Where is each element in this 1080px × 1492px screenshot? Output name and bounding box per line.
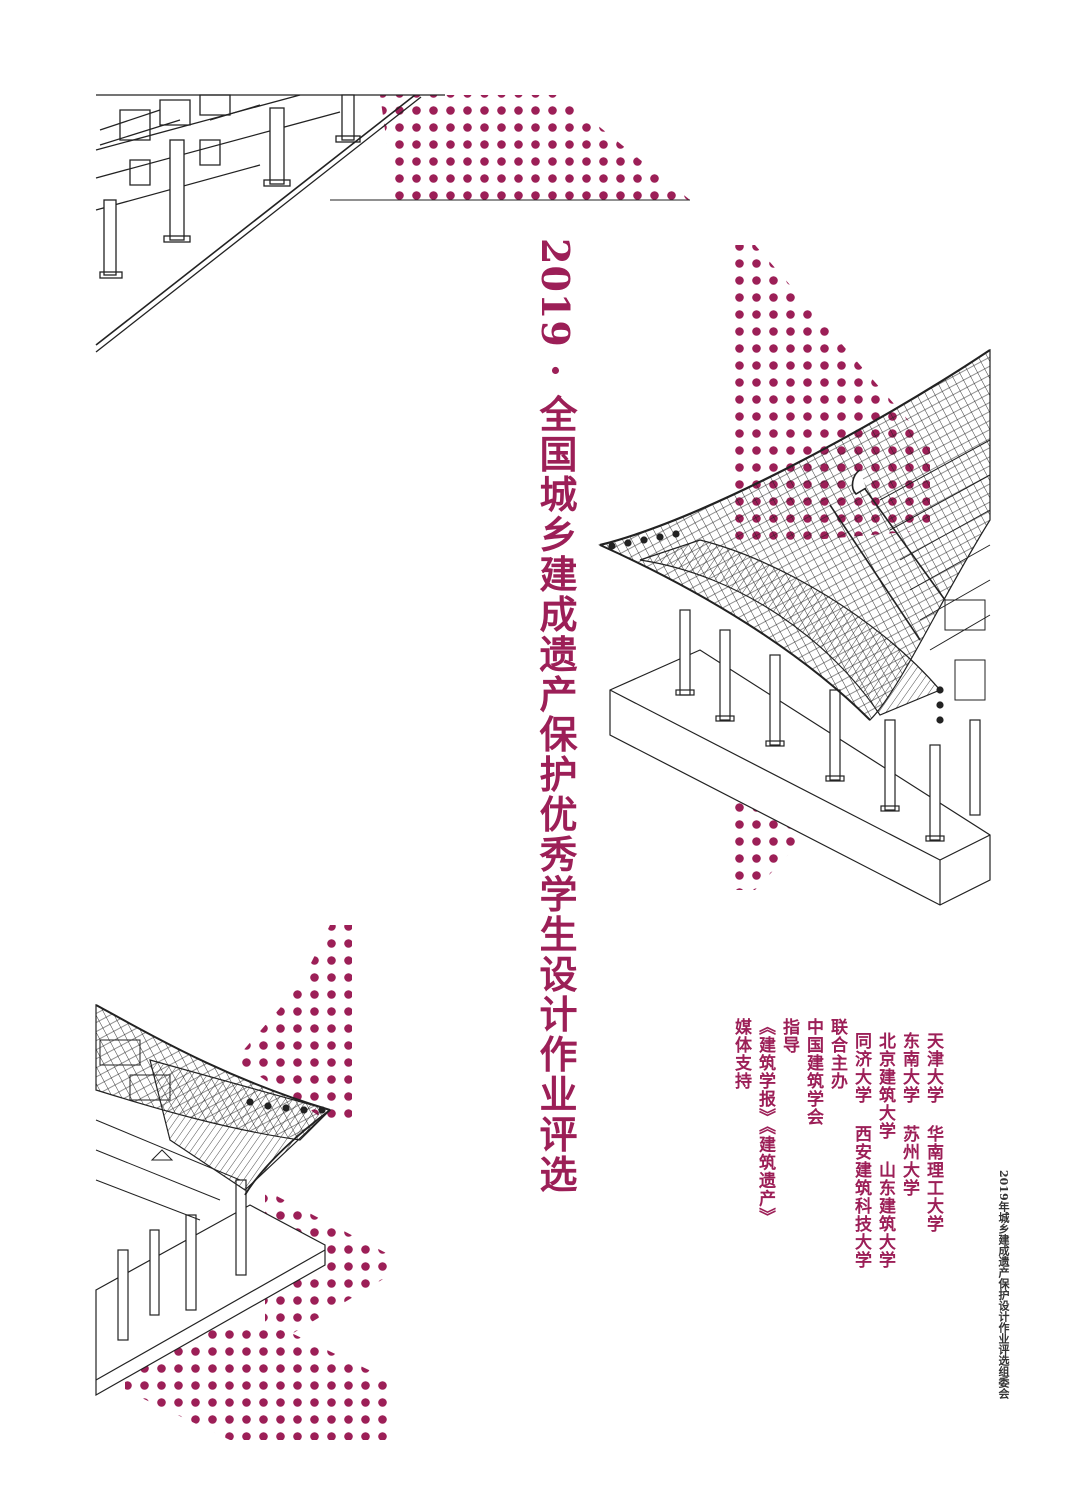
- right-building-drawing: [598, 348, 991, 906]
- media-journals: 《建筑学报》《建筑遗产》: [755, 1018, 775, 1226]
- title-separator: ·: [533, 347, 578, 395]
- organizer-line-3: 北京建筑大学 山东建筑大学: [875, 1032, 895, 1269]
- organizer-line-1: 天津大学 华南理工大学: [923, 1032, 943, 1233]
- organizer-line-4: 同济大学 西安建筑科技大学: [851, 1032, 871, 1269]
- top-left-dot-field: [380, 95, 690, 200]
- guidance-role-label: 指导: [779, 1018, 799, 1054]
- bottom-left-building-drawing: [95, 1003, 332, 1397]
- main-title: 2019·全国城乡建成遗产保护优秀学生设计作业评选: [528, 238, 583, 1195]
- footer-text: 年城乡建成遗产保护设计作业评选组委会: [997, 1200, 1010, 1399]
- organizer-line-2: 东南大学 苏州大学: [899, 1032, 919, 1197]
- guidance-org: 中国建筑学会: [803, 1018, 823, 1126]
- footer-committee: 2019年城乡建成遗产保护设计作业评选组委会: [995, 1170, 1011, 1399]
- top-left-building-drawing: [95, 94, 690, 353]
- title-year: 2019: [533, 238, 578, 348]
- title-text: 全国城乡建成遗产保护优秀学生设计作业评选: [533, 394, 578, 1195]
- bottom-left-dot-field: [125, 925, 390, 1440]
- organizer-role-label: 联合主办: [827, 1018, 847, 1090]
- footer-year: 2019: [997, 1170, 1010, 1201]
- media-role-label: 媒体支持: [731, 1018, 751, 1090]
